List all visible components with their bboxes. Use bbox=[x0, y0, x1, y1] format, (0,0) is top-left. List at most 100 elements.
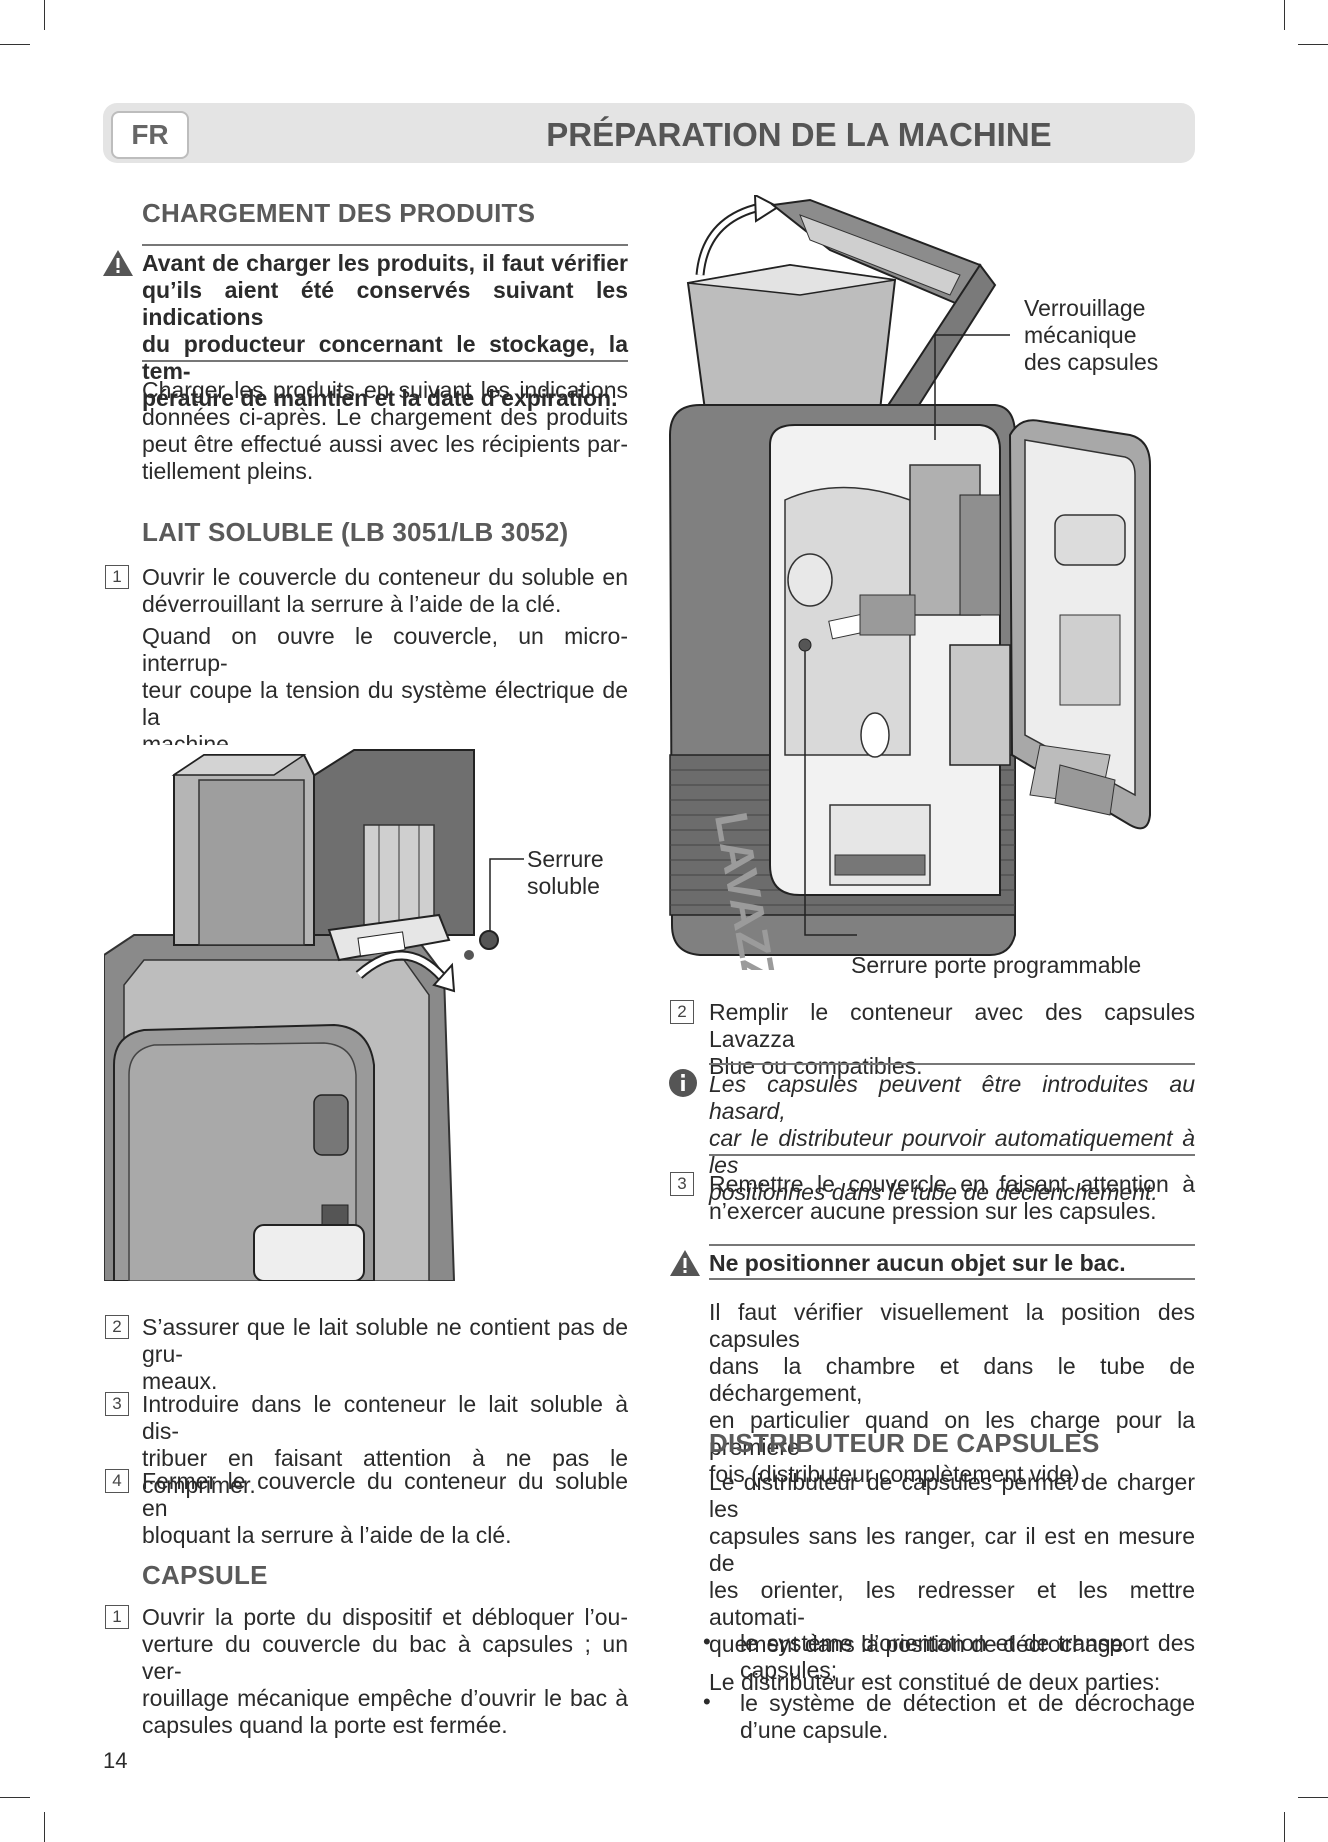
warning-rule-bottom bbox=[142, 360, 628, 362]
text-line: rouillage mécanique empêche d’ouvrir le … bbox=[142, 1685, 628, 1711]
callout-line: des capsules bbox=[1024, 349, 1159, 375]
text-line: données ci-après. Le chargement des prod… bbox=[142, 404, 628, 430]
text-line: Charger les produits en suivant les indi… bbox=[142, 377, 628, 403]
warning-rule-bottom bbox=[709, 1278, 1195, 1280]
step-number: 3 bbox=[105, 1392, 129, 1416]
paragraph-verification: Il faut vérifier visuellement la positio… bbox=[709, 1299, 1195, 1488]
crop-mark bbox=[44, 0, 45, 30]
step-text: Ouvrir la porte du dispositif et débloqu… bbox=[142, 1604, 628, 1739]
step-number: 1 bbox=[105, 565, 129, 589]
text-line: capsules; bbox=[740, 1657, 838, 1683]
text-line: quement dans la position de décrochage. bbox=[709, 1631, 1130, 1657]
page-header: FR PRÉPARATION DE LA MACHINE bbox=[103, 103, 1195, 163]
info-rule-top bbox=[709, 1063, 1195, 1065]
text-line: tiellement pleins. bbox=[142, 458, 314, 484]
text-line: Ouvrir la porte du dispositif et débloqu… bbox=[142, 1604, 628, 1630]
text-line: bloquant la serrure à l’aide de la clé. bbox=[142, 1522, 512, 1548]
text-line: le système de détection et de décrochage bbox=[740, 1690, 1195, 1716]
page-title: PRÉPARATION DE LA MACHINE bbox=[546, 116, 1052, 153]
text-line: tribuer en faisant attention à ne pas le… bbox=[142, 1445, 628, 1498]
bullet-dot: • bbox=[703, 1689, 711, 1714]
crop-mark bbox=[1284, 0, 1285, 30]
text-line: Le distributeur est constitué de deux pa… bbox=[709, 1669, 1161, 1695]
text-line: d’une capsule. bbox=[740, 1717, 889, 1743]
text-line: dans la chambre et dans le tube de décha… bbox=[709, 1353, 1195, 1406]
step-text: Remettre le couvercle en faisant attenti… bbox=[709, 1171, 1195, 1225]
language-badge: FR bbox=[111, 111, 189, 159]
callout-line: Verrouillage bbox=[1024, 295, 1146, 321]
step-text: Remplir le conteneur avec des capsules L… bbox=[709, 999, 1195, 1080]
callout-line: mécanique bbox=[1024, 322, 1137, 348]
text-line: les orienter, les redresser et les mettr… bbox=[709, 1577, 1195, 1630]
warning-rule-top bbox=[142, 244, 628, 246]
info-rule-bottom bbox=[709, 1154, 1195, 1156]
text-line: Ouvrir le couvercle du conteneur du solu… bbox=[142, 564, 628, 590]
callout-serrure-soluble: Serrure soluble bbox=[527, 846, 604, 900]
step-number: 2 bbox=[105, 1315, 129, 1339]
bullet-item: le système d’orientation et de transport… bbox=[740, 1630, 1195, 1684]
text-line: verture du couvercle du bac à capsules ;… bbox=[142, 1631, 628, 1684]
warning-line: pérature de maintien et la date d’expira… bbox=[142, 385, 618, 411]
warning-line: Avant de charger les produits, il faut v… bbox=[142, 250, 628, 276]
section-title-lait-soluble: LAIT SOLUBLE (LB 3051/LB 3052) bbox=[142, 517, 569, 547]
info-line: Les capsules peuvent être introduites au… bbox=[709, 1071, 1195, 1124]
text-line: Remettre le couvercle en faisant attenti… bbox=[709, 1171, 1195, 1197]
text-line: déverrouillant la serrure à l’aide de la… bbox=[142, 591, 562, 617]
text-line: Remplir le conteneur avec des capsules L… bbox=[709, 999, 1195, 1052]
text-line: fois (distributeur complètement vide). bbox=[709, 1461, 1087, 1487]
callout-verrouillage: Verrouillage mécanique des capsules bbox=[1024, 295, 1158, 376]
info-block: Les capsules peuvent être introduites au… bbox=[709, 1071, 1195, 1206]
crop-mark bbox=[0, 44, 30, 45]
text-line: capsules sans les ranger, car il est en … bbox=[709, 1523, 1195, 1576]
text-line: Fermer le couvercle du conteneur du solu… bbox=[142, 1468, 628, 1521]
callout-serrure-porte: Serrure porte programmable bbox=[851, 952, 1142, 978]
step-text: Fermer le couvercle du conteneur du solu… bbox=[142, 1468, 628, 1549]
step-text: S’assurer que le lait soluble ne contien… bbox=[142, 1314, 628, 1395]
crop-mark bbox=[1284, 1812, 1285, 1842]
crop-mark bbox=[44, 1812, 45, 1842]
text-line: Quand on ouvre le couvercle, un micro-in… bbox=[142, 623, 628, 676]
warning-block-storage: Avant de charger les produits, il faut v… bbox=[142, 250, 628, 412]
text-line: le système d’orientation et de transport… bbox=[740, 1630, 1195, 1656]
page-number: 14 bbox=[103, 1748, 128, 1773]
soluble-container-illustration bbox=[104, 745, 564, 1281]
text-line: Il faut vérifier visuellement la positio… bbox=[709, 1299, 1195, 1352]
paragraph-distributeur: Le distributeur de capsules permet de ch… bbox=[709, 1469, 1195, 1696]
text-line: peut être effectué aussi avec les récipi… bbox=[142, 431, 628, 457]
warning-text-bac: Ne positionner aucun objet sur le bac. bbox=[709, 1250, 1126, 1276]
capsule-machine-illustration: LAVAZZA bbox=[668, 195, 1151, 970]
step-text: Ouvrir le couvercle du conteneur du solu… bbox=[142, 564, 628, 758]
step-number: 1 bbox=[105, 1605, 129, 1629]
step-number: 3 bbox=[670, 1172, 694, 1196]
warning-triangle-icon bbox=[670, 1250, 700, 1276]
text-line: meaux. bbox=[142, 1368, 218, 1394]
warning-triangle-icon bbox=[103, 250, 133, 276]
section-title-chargement: CHARGEMENT DES PRODUITS bbox=[142, 198, 536, 228]
crop-mark bbox=[1298, 1797, 1328, 1798]
step-text: Introduire dans le conteneur le lait sol… bbox=[142, 1391, 628, 1499]
step-number: 2 bbox=[670, 1000, 694, 1024]
text-line: teur coupe la tension du système électri… bbox=[142, 677, 628, 730]
info-circle-icon bbox=[669, 1069, 697, 1097]
paragraph-chargement: Charger les produits en suivant les indi… bbox=[142, 377, 628, 485]
text-line: Introduire dans le conteneur le lait sol… bbox=[142, 1391, 628, 1444]
callout-line: Serrure bbox=[527, 846, 604, 872]
text-line: capsules quand la porte est fermée. bbox=[142, 1712, 508, 1738]
text-line: Blue ou compatibles. bbox=[709, 1053, 923, 1079]
bullet-item: le système de détection et de décrochage… bbox=[740, 1690, 1195, 1744]
section-title-distributeur: DISTRIBUTEUR DE CAPSULES bbox=[709, 1428, 1100, 1458]
text-line: Le distributeur de capsules permet de ch… bbox=[709, 1469, 1195, 1522]
step-number: 4 bbox=[105, 1469, 129, 1493]
warning-line: qu’ils aient été conservés suivant les i… bbox=[142, 277, 628, 330]
warning-line: du producteur concernant le stockage, la… bbox=[142, 331, 628, 384]
info-line: car le distributeur pourvoir automatique… bbox=[709, 1125, 1195, 1178]
text-line: n’exercer aucune pression sur les capsul… bbox=[709, 1198, 1157, 1224]
info-line: positionnes dans le tube de déclenchemen… bbox=[709, 1179, 1158, 1205]
bullet-dot: • bbox=[703, 1629, 711, 1654]
section-title-capsule: CAPSULE bbox=[142, 1560, 268, 1590]
crop-mark bbox=[1298, 44, 1328, 45]
warning-rule-top bbox=[709, 1244, 1195, 1246]
text-line: S’assurer que le lait soluble ne contien… bbox=[142, 1314, 628, 1367]
text-line: en particulier quand on les charge pour … bbox=[709, 1407, 1195, 1460]
callout-line: soluble bbox=[527, 873, 600, 899]
